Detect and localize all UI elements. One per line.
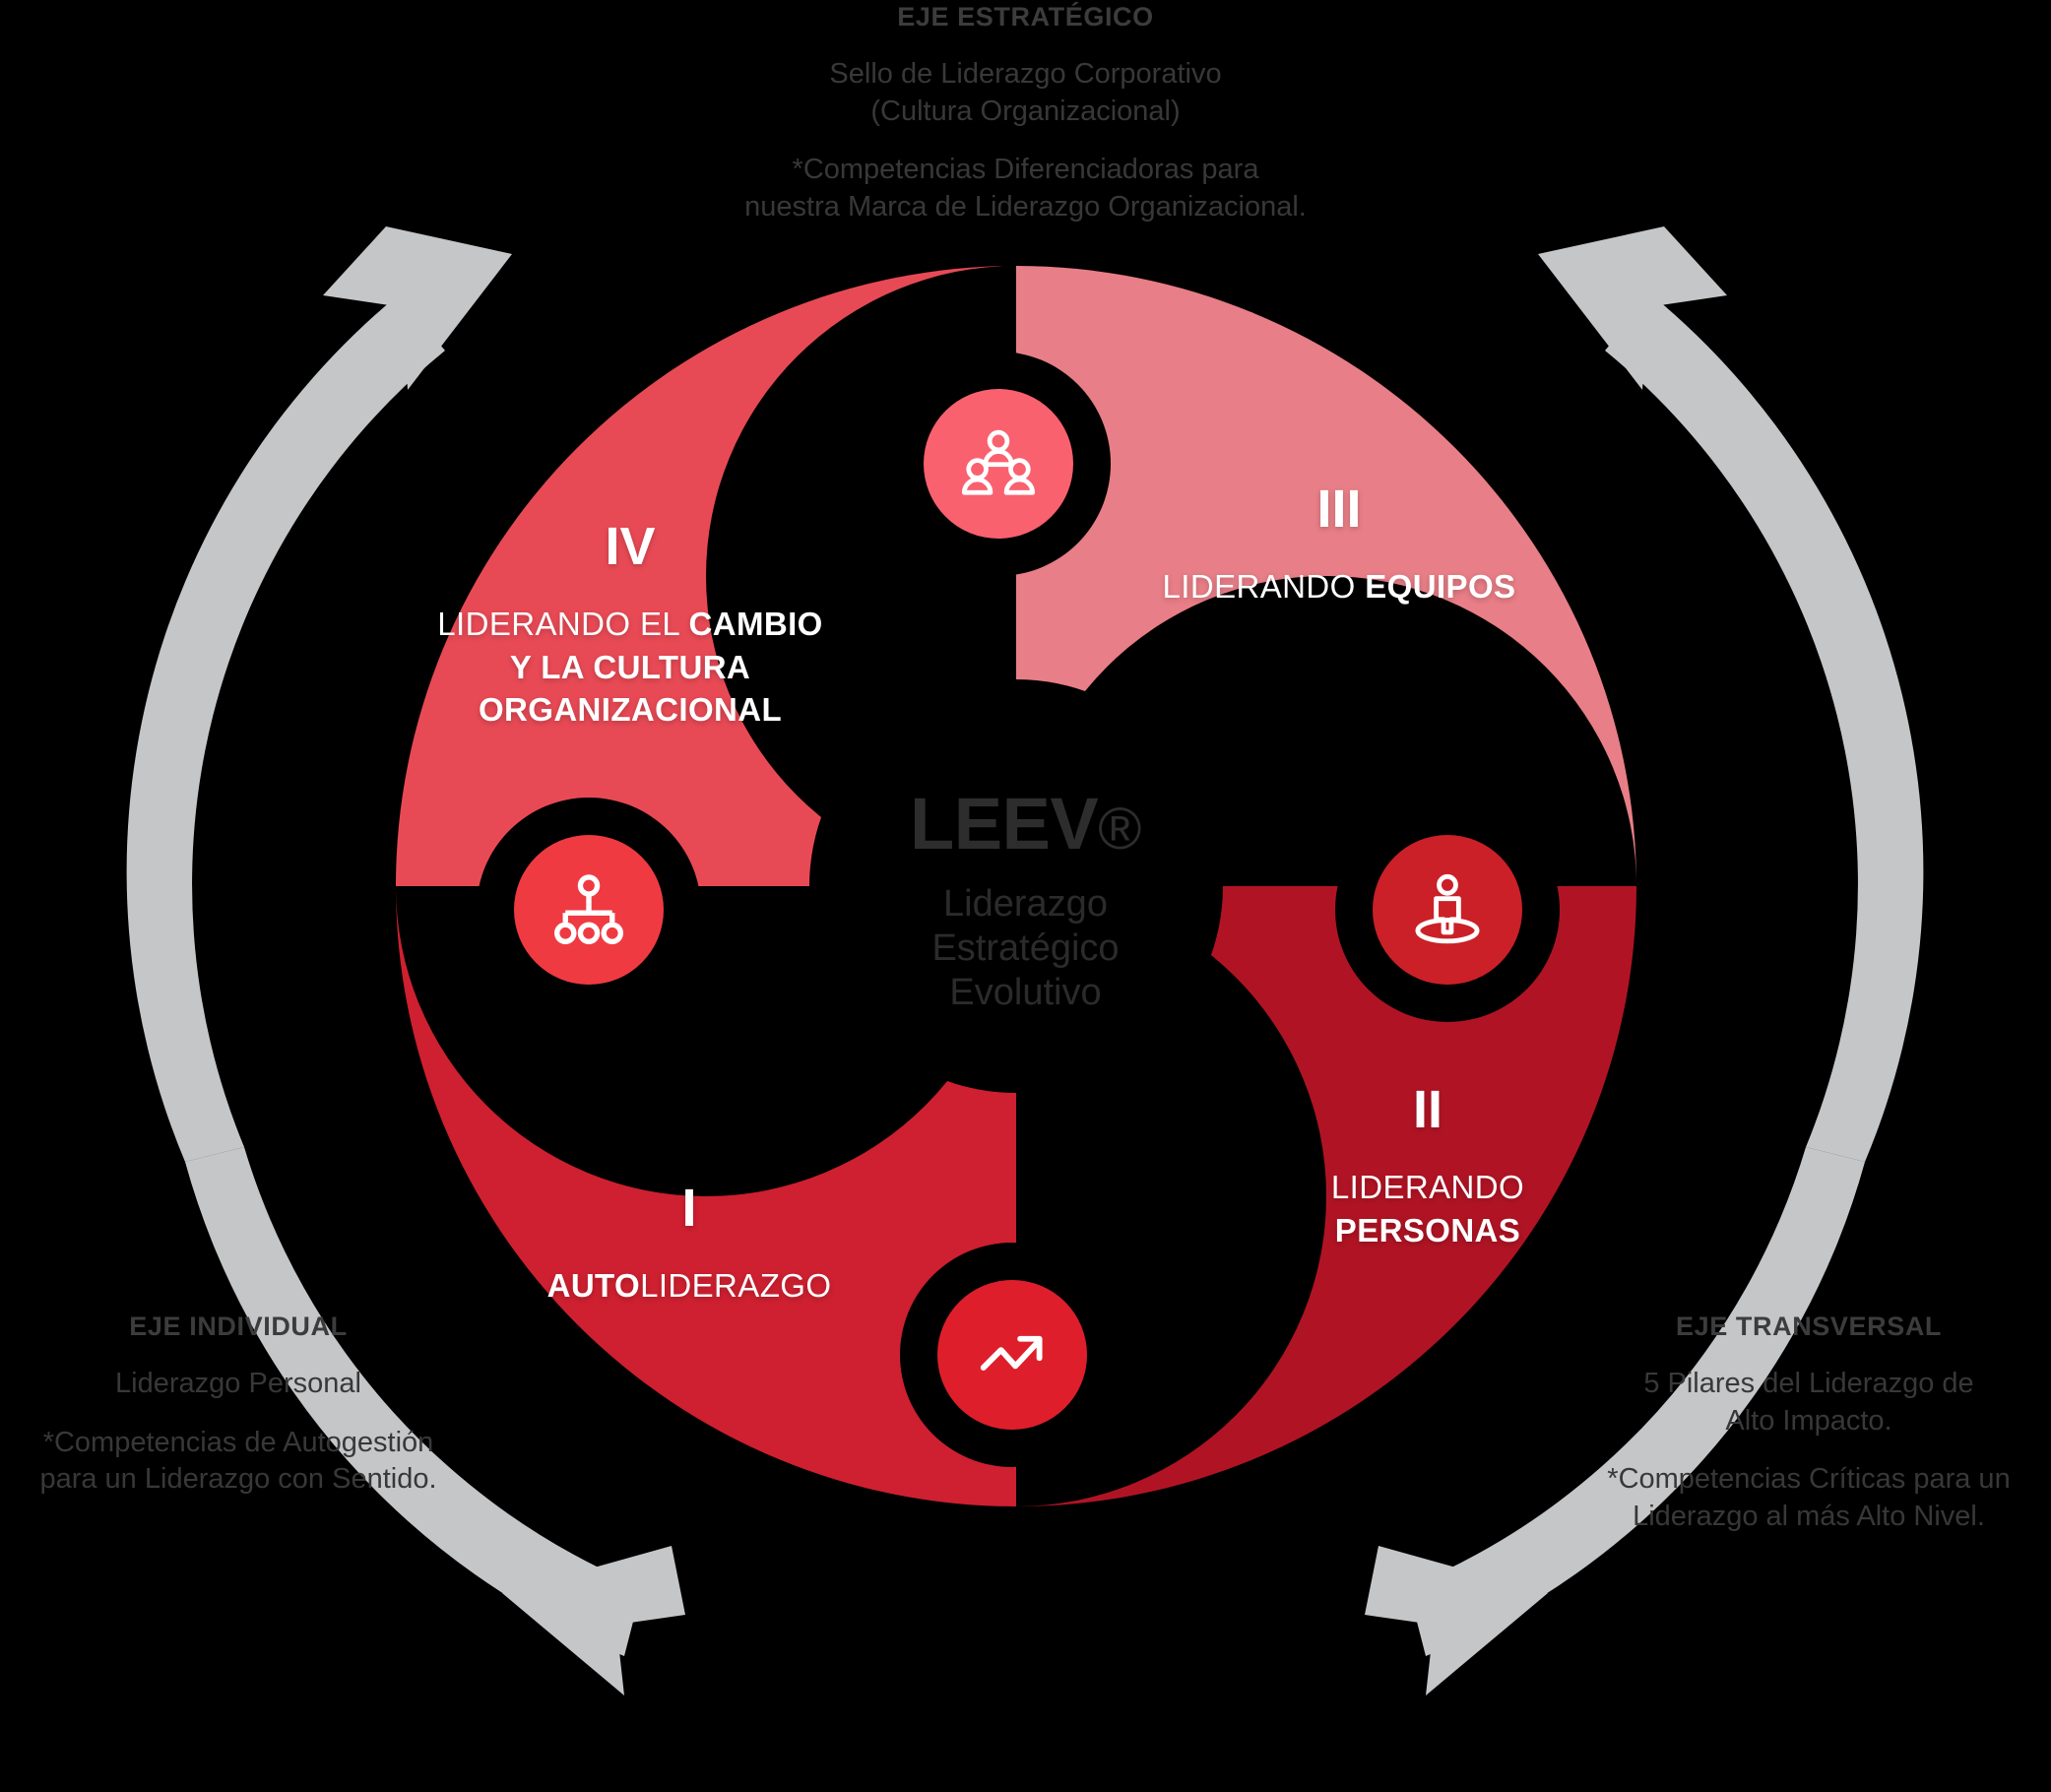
quadrant-2-line1: LIDERANDO <box>1330 1169 1525 1205</box>
caption-left-spacer <box>0 1403 484 1425</box>
arrow-left-upward <box>126 226 512 1162</box>
trending-up-icon <box>980 1335 1043 1371</box>
quadrant-3-light: LIDERANDO <box>1162 568 1366 605</box>
quadrant-2-sector[interactable] <box>1016 886 1636 1506</box>
rotation-arrows <box>126 226 1924 1696</box>
caption-top-title: EJE ESTRATÉGICO <box>897 2 1154 32</box>
caption-right-line-4: Liderazgo al más Alto Nivel. <box>1633 1501 1985 1533</box>
quadrant-3-roman: III <box>1316 480 1362 539</box>
node-org-chart[interactable] <box>514 835 664 985</box>
arrow-top-right-downward <box>1538 226 1924 1162</box>
pinwheel-quadrants <box>396 266 1636 1506</box>
quadrant-1-light: LIDERAZGO <box>640 1267 832 1304</box>
caption-top-line-3: *Competencias Diferenciadoras para <box>792 154 1259 186</box>
quadrant-3-sector[interactable] <box>1016 266 1636 886</box>
quadrant-2-text: LIDERANDO PERSONAS <box>1265 1166 1590 1251</box>
caption-right-spacer <box>1553 1440 2051 1461</box>
caption-top-line-1: Sello de Liderazgo Corporativo <box>829 58 1222 91</box>
brand-name: LEEV® <box>910 783 1141 864</box>
quadrant-2-label: II LIDERANDO PERSONAS <box>1265 1083 1590 1251</box>
quadrant-1-label: I AUTOLIDERAZGO <box>512 1182 866 1308</box>
brand-subtitle-line-2: Estratégico <box>931 927 1120 969</box>
person-in-circle-icon <box>1415 873 1480 944</box>
org-chart-icon <box>554 874 623 944</box>
quadrant-4-label: IV LIDERANDO EL CAMBIO Y LA CULTURA ORGA… <box>414 520 847 732</box>
brand-subtitle: Liderazgo Estratégico Evolutivo <box>809 882 1243 1014</box>
caption-eje-individual: EJE INDIVIDUAL Liderazgo Personal *Compe… <box>0 1310 484 1499</box>
brand-subtitle-line-1: Liderazgo <box>943 883 1108 925</box>
quadrant-4-roman: IV <box>605 517 656 576</box>
brand-subtitle-line-3: Evolutivo <box>949 971 1102 1013</box>
caption-right-title: EJE TRANSVERSAL <box>1675 1312 1943 1341</box>
quadrant-4-line3: ORGANIZACIONAL <box>478 691 783 729</box>
quadrant-2-roman: II <box>1412 1080 1442 1139</box>
caption-top-line-4: nuestra Marca de Liderazgo Organizaciona… <box>744 191 1307 224</box>
quadrant-4-sector[interactable] <box>396 266 1016 886</box>
caption-left-line-1: Liderazgo Personal <box>115 1368 361 1400</box>
caption-eje-transversal: EJE TRANSVERSAL 5 Pilares del Liderazgo … <box>1553 1310 2051 1536</box>
center-brand-block: LEEV® Liderazgo Estratégico Evolutivo <box>809 788 1243 1014</box>
caption-left-title: EJE INDIVIDUAL <box>129 1312 348 1341</box>
quadrant-1-text: AUTOLIDERAZGO <box>512 1264 866 1308</box>
quadrant-3-text: LIDERANDO EQUIPOS <box>1132 565 1546 608</box>
caption-left-line-4: para un Liderazgo con Sentido. <box>39 1463 437 1496</box>
caption-top-spacer <box>583 130 1469 152</box>
quadrant-4-line2: Y LA CULTURA <box>509 648 751 685</box>
caption-top-line-2: (Cultura Organizacional) <box>870 95 1181 127</box>
team-three-people-icon <box>961 429 1036 495</box>
node-trending-up[interactable] <box>937 1280 1087 1430</box>
caption-right-line-3: *Competencias Críticas para un <box>1607 1463 2011 1496</box>
quadrant-3-bold: EQUIPOS <box>1365 568 1516 605</box>
quadrant-4-text: LIDERANDO EL CAMBIO Y LA CULTURA ORGANIZ… <box>414 603 847 732</box>
node-person-in-circle[interactable] <box>1373 835 1522 985</box>
quadrant-2-line2: PERSONAS <box>1334 1211 1521 1248</box>
quadrant-3-label: III LIDERANDO EQUIPOS <box>1132 482 1546 608</box>
arrow-bottom-right-upward <box>1365 1147 1865 1696</box>
caption-left-line-3: *Competencias de Autogestión <box>42 1426 434 1458</box>
caption-eje-estrategico: EJE ESTRATÉGICO Sello de Liderazgo Corpo… <box>583 0 1469 226</box>
caption-right-line-1: 5 Pilares del Liderazgo de <box>1643 1368 1974 1400</box>
registered-mark: ® <box>1098 796 1141 862</box>
quadrant-1-bold: AUTO <box>546 1267 641 1304</box>
quadrant-4-line1-bold: CAMBIO <box>688 606 823 642</box>
quadrant-4-line1-light: LIDERANDO EL <box>437 606 689 642</box>
quadrant-1-roman: I <box>681 1179 697 1238</box>
caption-right-line-2: Alto Impacto. <box>1725 1404 1892 1437</box>
arrow-bottom-left-leftward <box>185 1147 685 1696</box>
node-team-three-people[interactable] <box>924 389 1073 539</box>
quadrant-1-sector[interactable] <box>396 886 1016 1506</box>
